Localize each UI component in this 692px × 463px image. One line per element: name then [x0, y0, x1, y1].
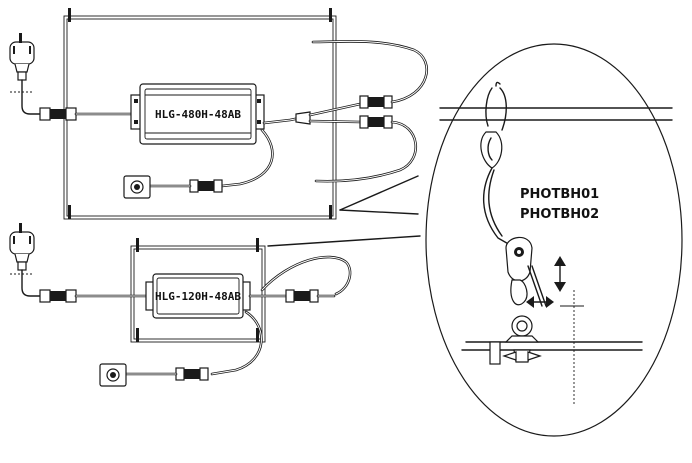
mount-bracket	[461, 335, 643, 365]
dimmer-knob-icon	[99, 363, 127, 387]
uk-plug-icon	[9, 33, 35, 81]
detail-callout: PHOTBH01 PHOTBH02	[425, 43, 683, 437]
connector-icon	[39, 289, 77, 303]
left-right-arrow-icon	[526, 290, 584, 404]
connector-icon	[39, 107, 77, 121]
bottom-panel	[130, 245, 266, 343]
up-down-arrow-icon	[554, 256, 566, 292]
connector-icon	[285, 289, 319, 303]
small-driver-label: HLG-120H-48AB	[155, 290, 241, 303]
carabiner-icon	[480, 81, 507, 169]
small-driver: HLG-120H-48AB	[145, 273, 251, 319]
connector-icon	[189, 179, 223, 193]
part-code-1: PHOTBH01	[520, 187, 599, 202]
dimmer-knob-icon	[123, 175, 151, 199]
top-panel-hooks	[68, 8, 332, 219]
connector-icon	[359, 115, 393, 129]
part-code-2: PHOTBH02	[520, 207, 599, 222]
bottom-panel-hooks	[136, 238, 259, 342]
pulley-hanger-icon	[505, 236, 547, 337]
callout-lines	[267, 175, 421, 247]
large-driver: HLG-480H-48AB	[130, 83, 265, 145]
bottom-fixture	[130, 238, 266, 343]
splitter	[295, 102, 362, 125]
large-driver-label: HLG-480H-48AB	[155, 108, 241, 121]
connector-icon	[359, 95, 393, 109]
connector-icon	[175, 367, 209, 381]
uk-plug-icon	[9, 223, 35, 271]
